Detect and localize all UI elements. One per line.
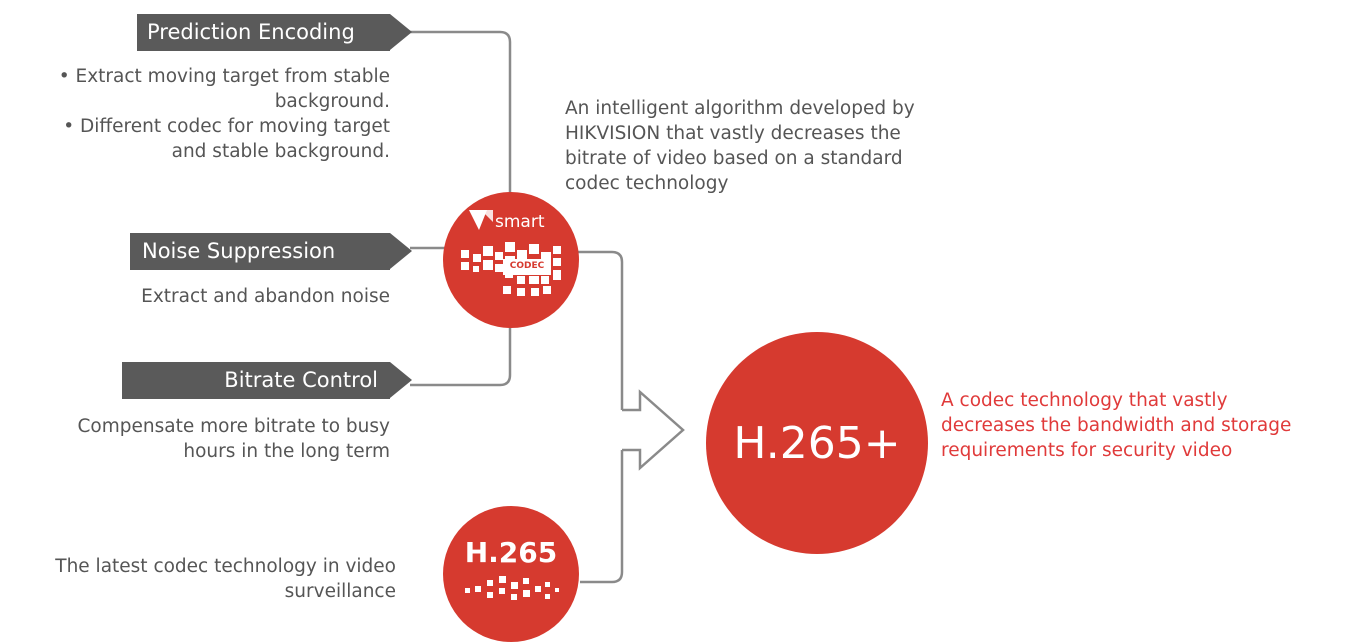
h265-description: The latest codec technology in video sur… (0, 554, 396, 604)
codec-pixel-icon (461, 242, 561, 296)
smart-desc-line-1: An intelligent algorithm developed by (565, 98, 915, 119)
codec-badge-text: CODEC (509, 261, 545, 271)
bitrate-control-tag: Bitrate Control (122, 362, 412, 399)
smart-brand-text: smart (495, 212, 545, 232)
h265plus-desc-line-3: requirements for security video (941, 440, 1233, 461)
noise-suppression-label: Noise Suppression (142, 239, 336, 263)
noise-suppression-description: Extract and abandon noise (20, 284, 390, 309)
h265-desc-line-1: The latest codec technology in video (55, 556, 396, 577)
h265-circle: H.265 (443, 506, 579, 642)
bitrate-control-description: Compensate more bitrate to busy hours in… (20, 414, 390, 464)
bullet-2-cont: and stable background. (171, 141, 390, 162)
h265plus-desc-line-1: A codec technology that vastly (941, 390, 1228, 411)
prediction-encoding-label: Prediction Encoding (147, 20, 355, 44)
smart-codec-description: An intelligent algorithm developed by HI… (565, 96, 965, 196)
bitrate-control-label: Bitrate Control (224, 368, 378, 392)
h265-pixel-icon (465, 576, 559, 600)
h265plus-description: A codec technology that vastly decreases… (941, 388, 1348, 463)
bitrate-line-1: Compensate more bitrate to busy (77, 416, 390, 437)
smart-logo-icon (461, 210, 561, 296)
h265plus-label: H.265+ (733, 418, 901, 469)
smart-desc-line-3: bitrate of video based on a standard (565, 148, 903, 169)
bullet-2: • Different codec for moving target (63, 116, 390, 137)
h265plus-circle: H.265+ (706, 332, 928, 554)
flow-arrow-icon (622, 389, 685, 471)
prediction-encoding-description: • Extract moving target from stable back… (20, 64, 390, 164)
h265-label: H.265 (464, 536, 558, 569)
prediction-encoding-tag: Prediction Encoding (137, 14, 412, 51)
smart-desc-line-4: codec technology (565, 173, 729, 194)
h265plus-desc-line-2: decreases the bandwidth and storage (941, 415, 1292, 436)
noise-suppression-text: Extract and abandon noise (141, 286, 390, 307)
bitrate-line-2: hours in the long term (183, 441, 390, 462)
bullet-1: • Extract moving target from stable (58, 66, 390, 87)
smart-to-arrow-line (578, 250, 624, 410)
smart-desc-line-2: HIKVISION that vastly decreases the (565, 123, 901, 144)
smart-codec-circle: smart CODEC (443, 192, 579, 328)
h265-to-arrow-line (580, 450, 624, 584)
noise-suppression-tag: Noise Suppression (130, 233, 412, 270)
h265-desc-line-2: surveillance (284, 581, 396, 602)
bullet-1-cont: background. (274, 91, 390, 112)
